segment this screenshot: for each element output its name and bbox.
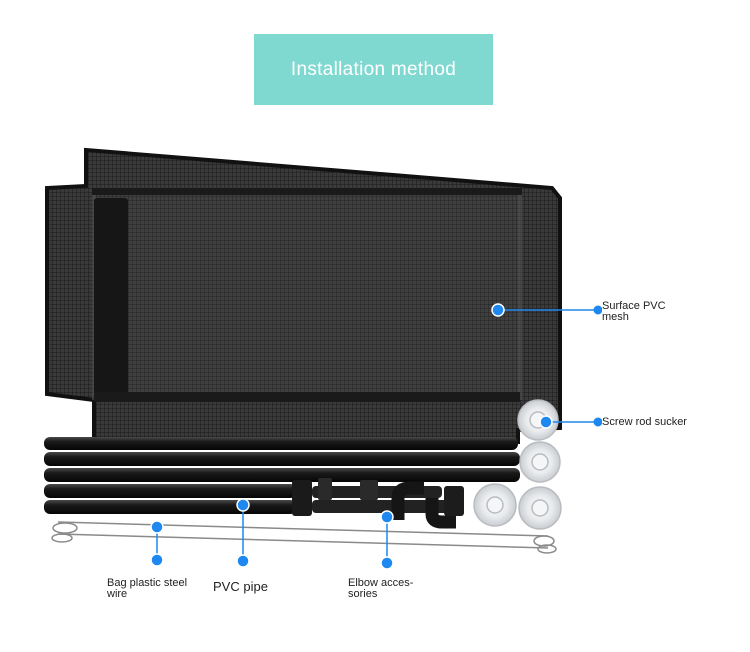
screw-rod-suckers <box>473 399 562 530</box>
pvc-mesh-panel <box>45 147 562 447</box>
label-elbow-accessories: Elbow acces-sories <box>348 578 428 600</box>
label-screw-rod-sucker: Screw rod sucker <box>602 416 687 428</box>
label-pvc-pipe: PVC pipe <box>213 579 268 594</box>
page-title: Installation method <box>290 58 457 80</box>
pvc-pipes <box>44 437 520 529</box>
header-banner: Installation method <box>254 34 493 105</box>
label-surface-pvc-mesh: Surface PVC mesh <box>602 301 682 323</box>
callout-markers <box>150 303 603 570</box>
label-bag-plastic-steel-wire: Bag plastic steel wire <box>107 578 197 600</box>
steel-wires <box>51 521 557 554</box>
